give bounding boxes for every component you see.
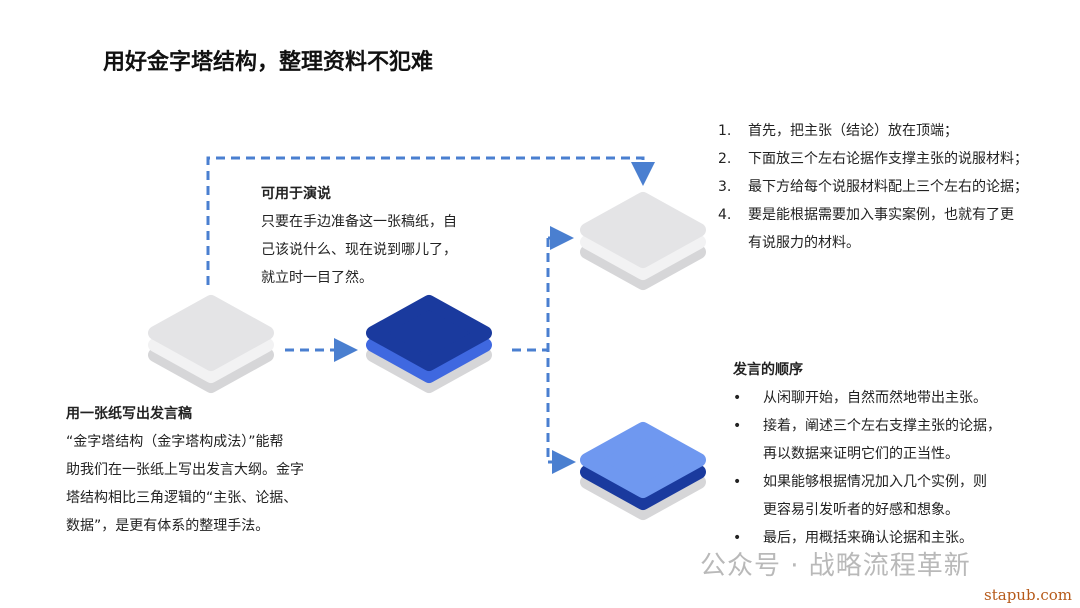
- speech-line: 就立时一目了然。: [261, 270, 373, 286]
- bullet: •: [733, 530, 742, 546]
- item-number: 1.: [718, 123, 732, 139]
- list-item: • 从闲聊开始，自然而然地带出主张。: [733, 384, 1001, 412]
- paper-line: 数据”，是更有体系的整理手法。: [66, 518, 270, 534]
- item-number: 4.: [718, 207, 732, 223]
- paper-block: 用一张纸写出发言稿 “金字塔结构（金字塔构成法）”能帮 助我们在一张纸上写出发言…: [66, 400, 304, 540]
- item-text: 如果能够根据情况加入几个实例，则: [763, 474, 987, 490]
- page-title: 用好金字塔结构，整理资料不犯难: [103, 50, 434, 75]
- order-list: 发言的顺序 • 从闲聊开始，自然而然地带出主张。 • 接着，阐述三个左右支撑主张的论…: [733, 356, 1001, 552]
- bullet: •: [733, 474, 742, 490]
- item-text: 首先，把主张（结论）放在顶端；: [748, 123, 958, 139]
- speech-line: 己该说什么、现在说到哪儿了，: [261, 242, 457, 258]
- list-item: 4. 要是能根据需要加入事实案例，也就有了更有说服力的材料。: [718, 201, 1028, 257]
- list-item: 2. 下面放三个左右论据作支撑主张的说服材料；: [718, 145, 1028, 173]
- item-text: 接着，阐述三个左右支撑主张的论据，: [763, 418, 1001, 434]
- list-item: • 如果能够根据情况加入几个实例，则更容易引发听者的好感和想象。: [733, 468, 1001, 524]
- item-text: 从闲聊开始，自然而然地带出主张。: [763, 390, 987, 406]
- list-item: 1. 首先，把主张（结论）放在顶端；: [718, 117, 1028, 145]
- block-grey-left-top: [148, 295, 274, 371]
- item-text: 最后，用概括来确认论据和主张。: [763, 530, 973, 546]
- item-text: 最下方给每个说服材料配上三个左右的论据；: [748, 179, 1028, 195]
- block-dark-blue-top: [366, 295, 492, 371]
- speech-heading: 可用于演说: [261, 186, 331, 202]
- order-heading: 发言的顺序: [733, 362, 803, 378]
- bullet: •: [733, 390, 742, 406]
- item-text: 要是能根据需要加入事实案例，也就有了更: [748, 207, 1014, 223]
- site-watermark: stapub.com: [984, 586, 1072, 604]
- speech-line: 只要在手边准备这一张稿纸，自: [261, 214, 457, 230]
- item-text: 有说服力的材料。: [748, 235, 860, 251]
- block-grey-top-right-top: [580, 192, 706, 268]
- item-number: 2.: [718, 151, 732, 167]
- watermark: 公众号 · 战略流程革新: [700, 551, 971, 581]
- dashed-connector-branch: [512, 238, 550, 462]
- paper-heading: 用一张纸写出发言稿: [66, 406, 192, 422]
- item-number: 3.: [718, 179, 732, 195]
- paper-line: 助我们在一张纸上写出发言大纲。金字: [66, 462, 304, 478]
- paper-line: “金字塔结构（金字塔构成法）”能帮: [66, 434, 284, 450]
- steps-list: 1. 首先，把主张（结论）放在顶端； 2. 下面放三个左右论据作支撑主张的说服材料；…: [718, 117, 1028, 257]
- bullet: •: [733, 418, 742, 434]
- list-item: • 最后，用概括来确认论据和主张。: [733, 524, 1001, 552]
- list-item: • 接着，阐述三个左右支撑主张的论据， 再以数据来证明它们的正当性。: [733, 412, 1001, 468]
- dashed-connector-top: [206, 156, 655, 285]
- item-text: 再以数据来证明它们的正当性。: [763, 446, 959, 462]
- list-item: 3. 最下方给每个说服材料配上三个左右的论据；: [718, 173, 1028, 201]
- block-light-blue-top: [580, 422, 706, 498]
- speech-block: 可用于演说 只要在手边准备这一张稿纸，自 己该说什么、现在说到哪儿了， 就立时一…: [261, 180, 457, 292]
- item-text: 下面放三个左右论据作支撑主张的说服材料；: [748, 151, 1028, 167]
- item-text: 更容易引发听者的好感和想象。: [763, 502, 959, 518]
- paper-line: 塔结构相比三角逻辑的“主张、论据、: [66, 490, 298, 506]
